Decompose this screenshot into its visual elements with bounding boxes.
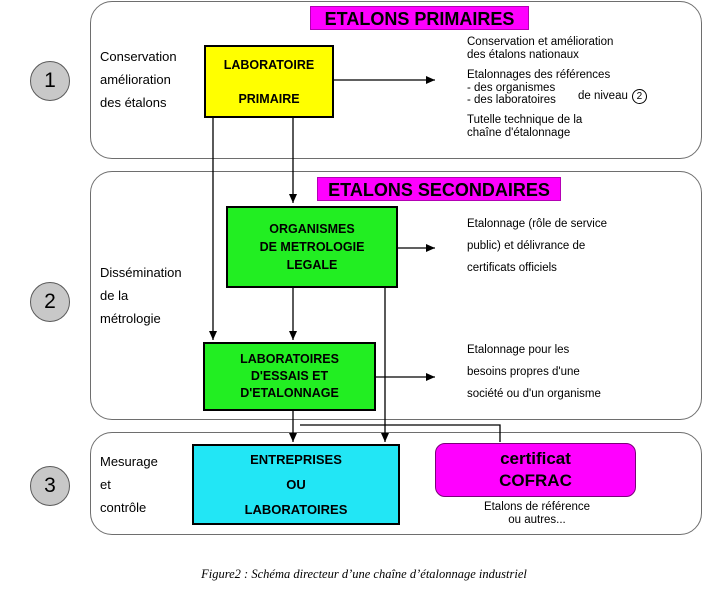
level2-title: ETALONS SECONDAIRES (317, 177, 561, 201)
level3-note-etalons: Etalons de référence ou autres... (483, 501, 591, 526)
level2-side-label: Dissémination de la métrologie (100, 265, 182, 326)
link-cofrac (300, 424, 501, 442)
level1-number: 1 (44, 69, 56, 92)
level1-note-conservation: Conservation et amélioration des étalons… (467, 36, 614, 61)
level1-note-tutelle: Tutelle technique de la chaîne d'étalonn… (467, 114, 583, 139)
laboratoire-primaire-box: LABORATOIRE PRIMAIRE (204, 45, 334, 118)
level2-number-circle: 2 (30, 282, 70, 322)
level1-title: ETALONS PRIMAIRES (310, 6, 529, 30)
level1-note-niveau: de niveau 2 (578, 89, 647, 104)
laboratoires-essais-box: LABORATOIRES D'ESSAIS ET D'ETALONNAGE (203, 342, 376, 411)
level3-number-circle: 3 (30, 466, 70, 506)
level1-note-etalonnages: Etalonnages des références - des organis… (467, 69, 611, 106)
level2-note-service-public: Etalonnage (rôle de service public) et d… (467, 218, 607, 274)
cofrac-certificate-box: certificat COFRAC (435, 443, 636, 497)
organismes-metrologie-box: ORGANISMES DE METROLOGIE LEGALE (226, 206, 398, 288)
level3-side-label: Mesurage et contrôle (100, 454, 158, 515)
level2-note-besoins: Etalonnage pour les besoins propres d'un… (467, 344, 601, 400)
niveau-marker-circle: 2 (631, 89, 647, 104)
level2-number: 2 (44, 290, 56, 313)
level3-number: 3 (44, 474, 56, 497)
level1-side-label: Conservation amélioration des étalons (100, 49, 177, 110)
figure-caption: Figure2 : Schéma directeur d’une chaîne … (201, 567, 527, 581)
level1-number-circle: 1 (30, 61, 70, 101)
entreprises-laboratoires-box: ENTREPRISES OU LABORATOIRES (192, 444, 400, 525)
